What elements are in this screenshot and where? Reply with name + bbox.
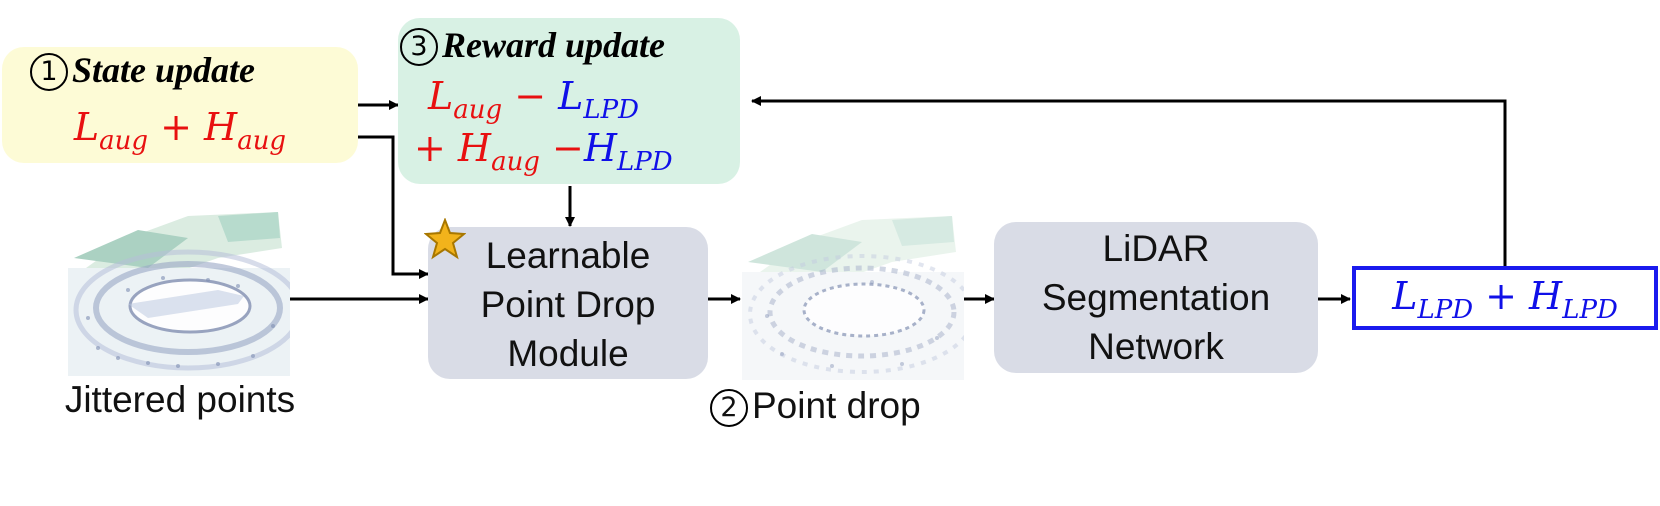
formula-subscript: aug (237, 126, 287, 156)
formula-token: Laug (73, 105, 149, 156)
point-drop-cloud-image (742, 212, 964, 380)
segmentation-network-line2: Segmentation (1041, 277, 1271, 318)
state-formula: Laug + Haug (2, 105, 358, 156)
formula-token: Haug (457, 126, 540, 177)
state-update-label: State update (72, 50, 256, 90)
star-icon (424, 218, 466, 260)
formula-token: − (502, 74, 559, 118)
point-drop-text: Point drop (752, 385, 921, 426)
formula-token: Haug (204, 105, 287, 156)
arrow-feedback-to-reward (751, 96, 1507, 266)
formula-token: LLPD (1392, 274, 1474, 325)
step-number-3: 3 (400, 28, 438, 66)
formula-subscript: aug (99, 126, 149, 156)
formula-subscript: LPD (617, 147, 673, 177)
formula-subscript: LPD (583, 95, 639, 125)
arrow-state-to-module (358, 135, 429, 279)
reward-formula-line2: + Haug −HLPD (414, 126, 673, 177)
formula-subscript: aug (453, 95, 503, 125)
formula-subscript: aug (491, 147, 540, 177)
point-drop-module-box: Learnable Point Drop Module (428, 227, 708, 379)
output-formula: LLPD + HLPD (1356, 274, 1654, 325)
output-loss-box: LLPD + HLPD (1352, 266, 1658, 330)
formula-token: HLPD (583, 126, 673, 177)
formula-token: HLPD (1529, 274, 1618, 325)
segmentation-network-box: LiDAR Segmentation Network (994, 222, 1318, 373)
formula-token: + (414, 126, 458, 170)
step-number-2: 2 (710, 389, 748, 427)
reward-formula-line1: Laug − LLPD (428, 74, 639, 125)
formula-subscript: LPD (1562, 295, 1618, 325)
step-number-1: 1 (30, 53, 68, 91)
formula-token: + (1473, 274, 1530, 318)
point-drop-module-line2: Point Drop (480, 284, 656, 325)
formula-token: Laug (428, 74, 503, 125)
formula-token: LLPD (558, 74, 639, 125)
jittered-points-label: Jittered points (64, 379, 296, 420)
point-drop-module-line1: Learnable (485, 235, 651, 276)
segmentation-network-line3: Network (1088, 326, 1224, 367)
point-drop-module-line3: Module (507, 333, 629, 374)
reward-update-label: Reward update (442, 25, 666, 65)
formula-subscript: LPD (1417, 295, 1474, 325)
jittered-point-cloud-image (68, 208, 290, 376)
formula-token: − (539, 126, 584, 170)
formula-token: + (148, 105, 205, 149)
segmentation-network-line1: LiDAR (1102, 228, 1210, 269)
